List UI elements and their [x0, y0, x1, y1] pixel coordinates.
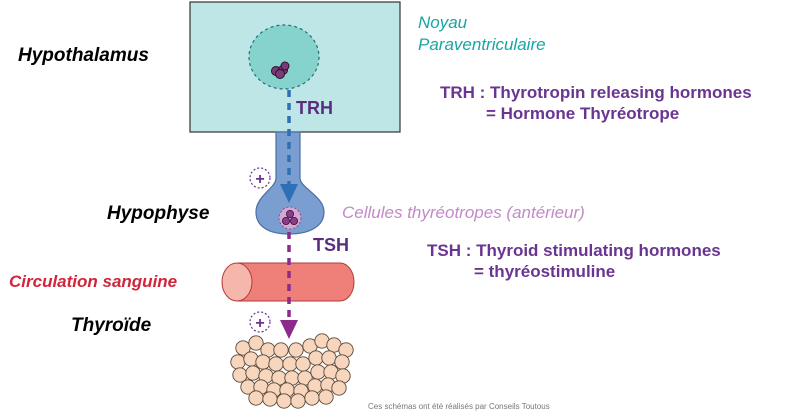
trh-arrow-head	[280, 184, 298, 203]
thyroid-follicle	[290, 393, 306, 409]
thyroid-follicle	[308, 350, 324, 366]
thyrotrope-cell-cluster	[281, 209, 298, 225]
stimulation-plus-circle-bottom	[249, 311, 271, 333]
blood-vessel	[236, 262, 355, 302]
blood-vessel-opening	[221, 262, 253, 302]
tsh-definition-line1: TSH : Thyroid stimulating hormones	[427, 241, 721, 260]
thyroid-follicle	[310, 364, 326, 380]
thyroid-follicle	[295, 356, 311, 372]
thyrotrope-cells-label: Cellules thyréotropes (antérieur)	[342, 203, 585, 222]
credit-text: Ces schémas ont été réalisés par Conseil…	[368, 402, 550, 411]
stimulation-plus-circle-top	[249, 167, 271, 189]
paraventricular-nucleus	[248, 24, 320, 90]
thyroid-follicle	[262, 391, 278, 407]
thyroid-follicle	[248, 390, 264, 406]
neuron-cluster-hypothalamus	[271, 61, 290, 79]
thyroid-follicle	[304, 390, 320, 406]
thyroid-follicle	[273, 342, 289, 358]
thyroid-follicle	[276, 393, 292, 409]
thyroid-follicle	[268, 356, 284, 372]
circulation-label: Circulation sanguine	[9, 272, 178, 291]
plus-sign-bottom: +	[255, 315, 264, 332]
thyroid-follicle	[282, 356, 298, 372]
thyroid-follicle	[230, 354, 246, 370]
trh-definition-line2: = Hormone Thyréotrope	[486, 104, 680, 123]
thyroid-follicle	[288, 342, 304, 358]
thyroid-follicle	[334, 354, 350, 370]
tsh-definition-line2: = thyréostimuline	[474, 262, 616, 281]
thyroid-follicle	[318, 389, 334, 405]
trh-definition-line1: TRH : Thyrotropin releasing hormones	[440, 83, 752, 102]
thyroid-follicle	[255, 354, 271, 370]
thyroid-follicle	[321, 350, 337, 366]
thyroid-follicle	[245, 365, 261, 381]
plus-sign-top: +	[255, 171, 264, 188]
nucleus-label-line1: Noyau	[418, 13, 468, 32]
trh-label: TRH	[296, 98, 333, 118]
tsh-arrow-head	[280, 320, 298, 339]
nucleus-label-line2: Paraventriculaire	[418, 35, 546, 54]
hypothalamus-label: Hypothalamus	[18, 45, 149, 66]
thyroid-follicles	[230, 333, 354, 409]
tsh-label: TSH	[313, 235, 349, 255]
thyroid-follicle	[248, 335, 264, 351]
thyroid-follicle	[331, 380, 347, 396]
thyroid-follicle	[235, 340, 251, 356]
thyroide-label: Thyroïde	[71, 315, 152, 336]
hypophyse-label: Hypophyse	[107, 203, 210, 224]
